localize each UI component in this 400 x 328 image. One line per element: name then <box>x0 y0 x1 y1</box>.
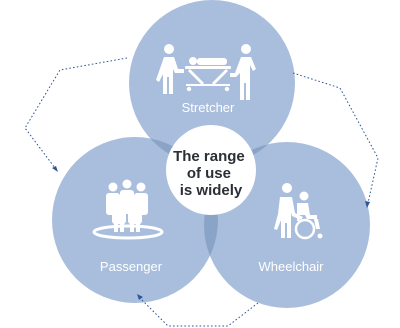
center-line-2: of use <box>187 165 231 182</box>
stretcher-label: Stretcher <box>182 100 235 115</box>
arrow-top-to-right <box>292 72 379 204</box>
arrow-head-left <box>52 166 58 172</box>
stretcher-icon <box>156 44 256 100</box>
arrow-head-right <box>365 201 370 208</box>
wheelchair-label: Wheelchair <box>258 259 324 274</box>
center-line-1: The range <box>173 148 245 165</box>
arrow-bottom <box>139 297 259 327</box>
arrow-head-bottom <box>137 294 143 300</box>
passenger-label: Passenger <box>100 259 163 274</box>
people-group-icon <box>92 179 164 240</box>
arrow-top-to-left <box>24 57 128 169</box>
center-text: The range of use is widely <box>173 148 249 199</box>
center-circle <box>166 125 256 215</box>
center-line-3: is widely <box>180 182 243 199</box>
cycle-arrows <box>24 57 379 327</box>
wheelchair-icon <box>274 183 323 240</box>
